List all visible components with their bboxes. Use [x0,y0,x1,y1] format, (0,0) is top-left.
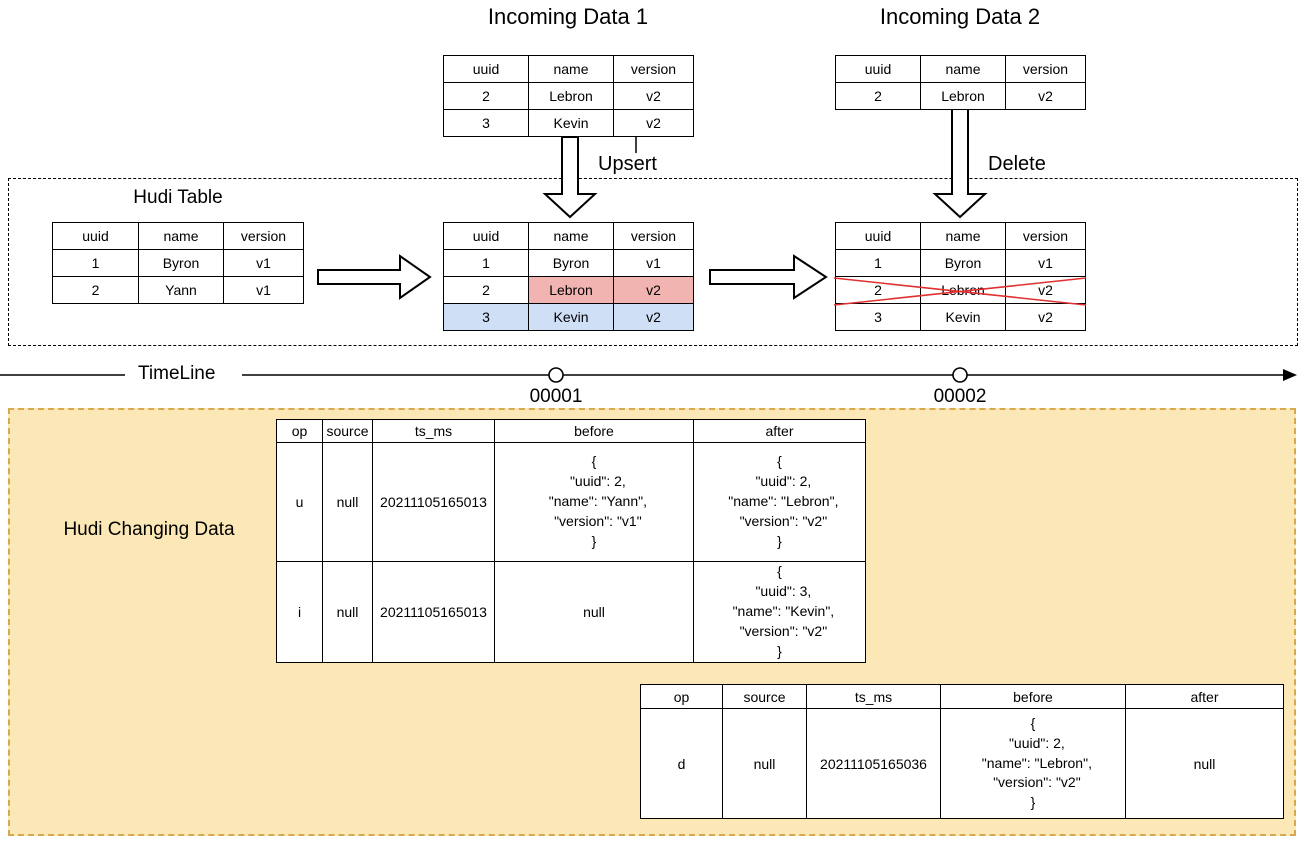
header-cell: before [940,684,1126,709]
table-cell: Kevin [920,303,1006,331]
header-cell: after [693,419,866,443]
table-cell: 3 [443,109,529,137]
delete-label: Delete [988,153,1046,175]
hudi-table-label: Hudi Table [133,187,223,208]
header-cell: version [613,55,694,83]
incoming-data-1-table: uuid name version 2 Lebron v2 3 Kevin v2 [443,55,694,137]
before-json-cell: null [494,561,694,663]
header-cell: version [1005,55,1086,83]
table-cell: 2 [443,276,529,304]
table-cell: v1 [223,276,304,304]
header-cell: op [640,684,723,709]
table-cell: 1 [835,249,921,277]
after-json-cell: null [1125,708,1284,819]
table-cell: d [640,708,723,819]
table-cell: 20211105165013 [372,442,495,562]
timeline-arrowhead-icon [1283,369,1297,381]
table-cell: u [276,442,323,562]
table-cell: v2 [1005,303,1086,331]
header-cell: version [1005,222,1086,250]
before-json-cell: { "uuid": 2, "name": "Lebron", "version"… [940,708,1126,819]
inserted-cell: 3 [443,303,529,331]
hudi-table-after-delete: uuid name version 1 Byron v1 2 Lebron v2… [835,222,1086,331]
table-cell: 1 [52,249,139,277]
inserted-cell: Kevin [528,303,614,331]
hudi-table-after-upsert: uuid name version 1 Byron v1 2 Lebron v2… [443,222,694,331]
table-cell: v1 [1005,249,1086,277]
header-cell: version [613,222,694,250]
hudi-table-initial: uuid name version 1 Byron v1 2 Yann v1 [52,222,304,304]
commit-1-label: 00001 [529,386,583,407]
header-cell: source [322,419,373,443]
header-cell: uuid [443,222,529,250]
hudi-table-box [8,178,1298,346]
header-cell: ts_ms [806,684,941,709]
table-cell: v1 [223,249,304,277]
after-json-cell: { "uuid": 3, "name": "Kevin", "version":… [693,561,866,663]
table-cell: v2 [613,109,694,137]
table-cell: null [322,561,373,663]
header-cell: name [920,55,1006,83]
updated-cell: v2 [613,276,694,304]
header-cell: after [1125,684,1284,709]
table-cell: Byron [920,249,1006,277]
table-cell: 2 [52,276,139,304]
table-cell: 20211105165013 [372,561,495,663]
header-cell: uuid [443,55,529,83]
table-cell: Lebron [920,82,1006,110]
deleted-cell: 2 [835,276,921,304]
upsert-label: Upsert [598,153,657,175]
table-cell: v1 [613,249,694,277]
commit-1-marker-icon [548,367,564,383]
header-cell: before [494,419,694,443]
table-cell: Kevin [528,109,614,137]
header-cell: name [528,222,614,250]
header-cell: uuid [52,222,139,250]
header-cell: op [276,419,323,443]
table-cell: v2 [613,82,694,110]
before-json-cell: { "uuid": 2, "name": "Yann", "version": … [494,442,694,562]
table-cell: null [322,442,373,562]
table-cell: 3 [835,303,921,331]
table-cell: null [722,708,807,819]
header-cell: name [920,222,1006,250]
incoming-data-2-table: uuid name version 2 Lebron v2 [835,55,1086,110]
cdc-table-2: op source ts_ms before after d null 2021… [640,684,1284,819]
header-cell: uuid [835,222,921,250]
incoming-data-2-title: Incoming Data 2 [879,4,1041,29]
header-cell: version [223,222,304,250]
table-cell: Lebron [528,82,614,110]
table-cell: Byron [528,249,614,277]
deleted-cell: v2 [1005,276,1086,304]
table-cell: 20211105165036 [806,708,941,819]
table-cell: v2 [1005,82,1086,110]
inserted-cell: v2 [613,303,694,331]
table-cell: 1 [443,249,529,277]
timeline-label: TimeLine [138,363,216,384]
table-cell: 2 [443,82,529,110]
after-json-cell: { "uuid": 2, "name": "Lebron", "version"… [693,442,866,562]
commit-2-label: 00002 [933,386,987,407]
updated-cell: Lebron [528,276,614,304]
header-cell: ts_ms [372,419,495,443]
cdc-table-1: op source ts_ms before after u null 2021… [276,419,866,663]
table-cell: i [276,561,323,663]
incoming-data-1-title: Incoming Data 1 [487,4,649,29]
header-cell: name [528,55,614,83]
header-cell: name [138,222,224,250]
commit-2-marker-icon [952,367,968,383]
header-cell: uuid [835,55,921,83]
header-cell: source [722,684,807,709]
table-cell: Byron [138,249,224,277]
deleted-cell: Lebron [920,276,1006,304]
table-cell: Yann [138,276,224,304]
hudi-changing-data-label: Hudi Changing Data [63,519,235,540]
table-cell: 2 [835,82,921,110]
